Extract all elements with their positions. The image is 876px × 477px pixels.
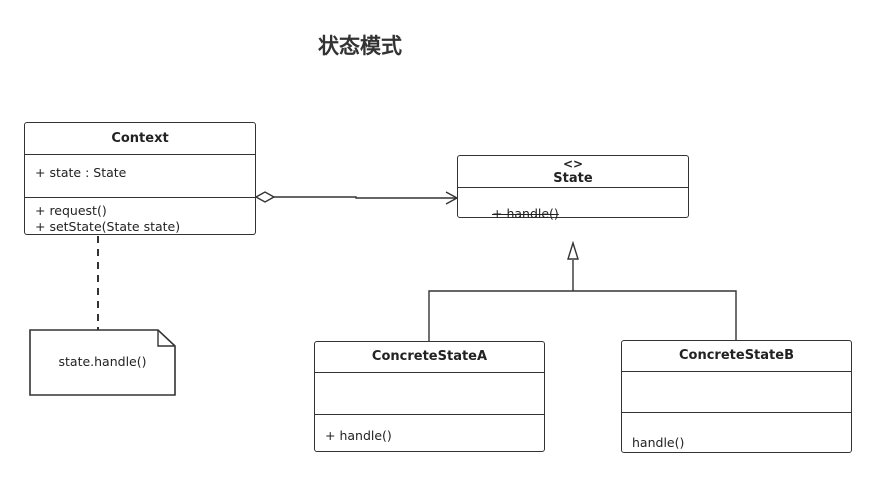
aggregation-line [273, 196, 456, 199]
concrete-state-b-name: ConcreteStateB [622, 341, 851, 372]
concrete-state-a-operations: + handle() [315, 414, 544, 444]
context-class-name: Context [25, 123, 255, 155]
concrete-state-b-class: ConcreteStateB handle() [621, 340, 852, 453]
generalization-branches [428, 290, 737, 341]
state-interface: <> State + handle() [457, 155, 689, 221]
context-operation: + setState(State state) [35, 219, 181, 234]
note-shape [29, 329, 176, 396]
concrete-state-b-attributes [622, 372, 851, 412]
context-operations: + request() + setState(State state) [25, 197, 255, 235]
context-attribute: + state : State [35, 165, 127, 180]
state-stereotype: <> [562, 157, 584, 171]
note-text: state.handle() [58, 354, 147, 369]
context-operation: + request() [35, 203, 107, 218]
concrete-state-a-name: ConcreteStateA [315, 342, 544, 373]
concrete-state-a-class: ConcreteStateA + handle() [314, 341, 545, 452]
context-class: Context + state : State + request() + se… [24, 122, 256, 235]
diagram-title: 状态模式 [318, 34, 402, 58]
concrete-state-b-operations: handle() [622, 412, 851, 451]
note-fold [157, 330, 175, 347]
concrete-state-a-attributes [315, 373, 544, 414]
state-header: <> State [458, 156, 688, 188]
context-attributes: + state : State [25, 155, 255, 197]
aggregation-diamond [254, 191, 276, 203]
state-operations: + handle() [458, 188, 688, 221]
generalization-triangle [567, 240, 579, 260]
state-class-name: State [553, 171, 593, 186]
concrete-state-a-operation: + handle() [325, 428, 392, 443]
concrete-state-b-operation: handle() [632, 435, 685, 450]
state-operation: + handle() [492, 206, 559, 221]
